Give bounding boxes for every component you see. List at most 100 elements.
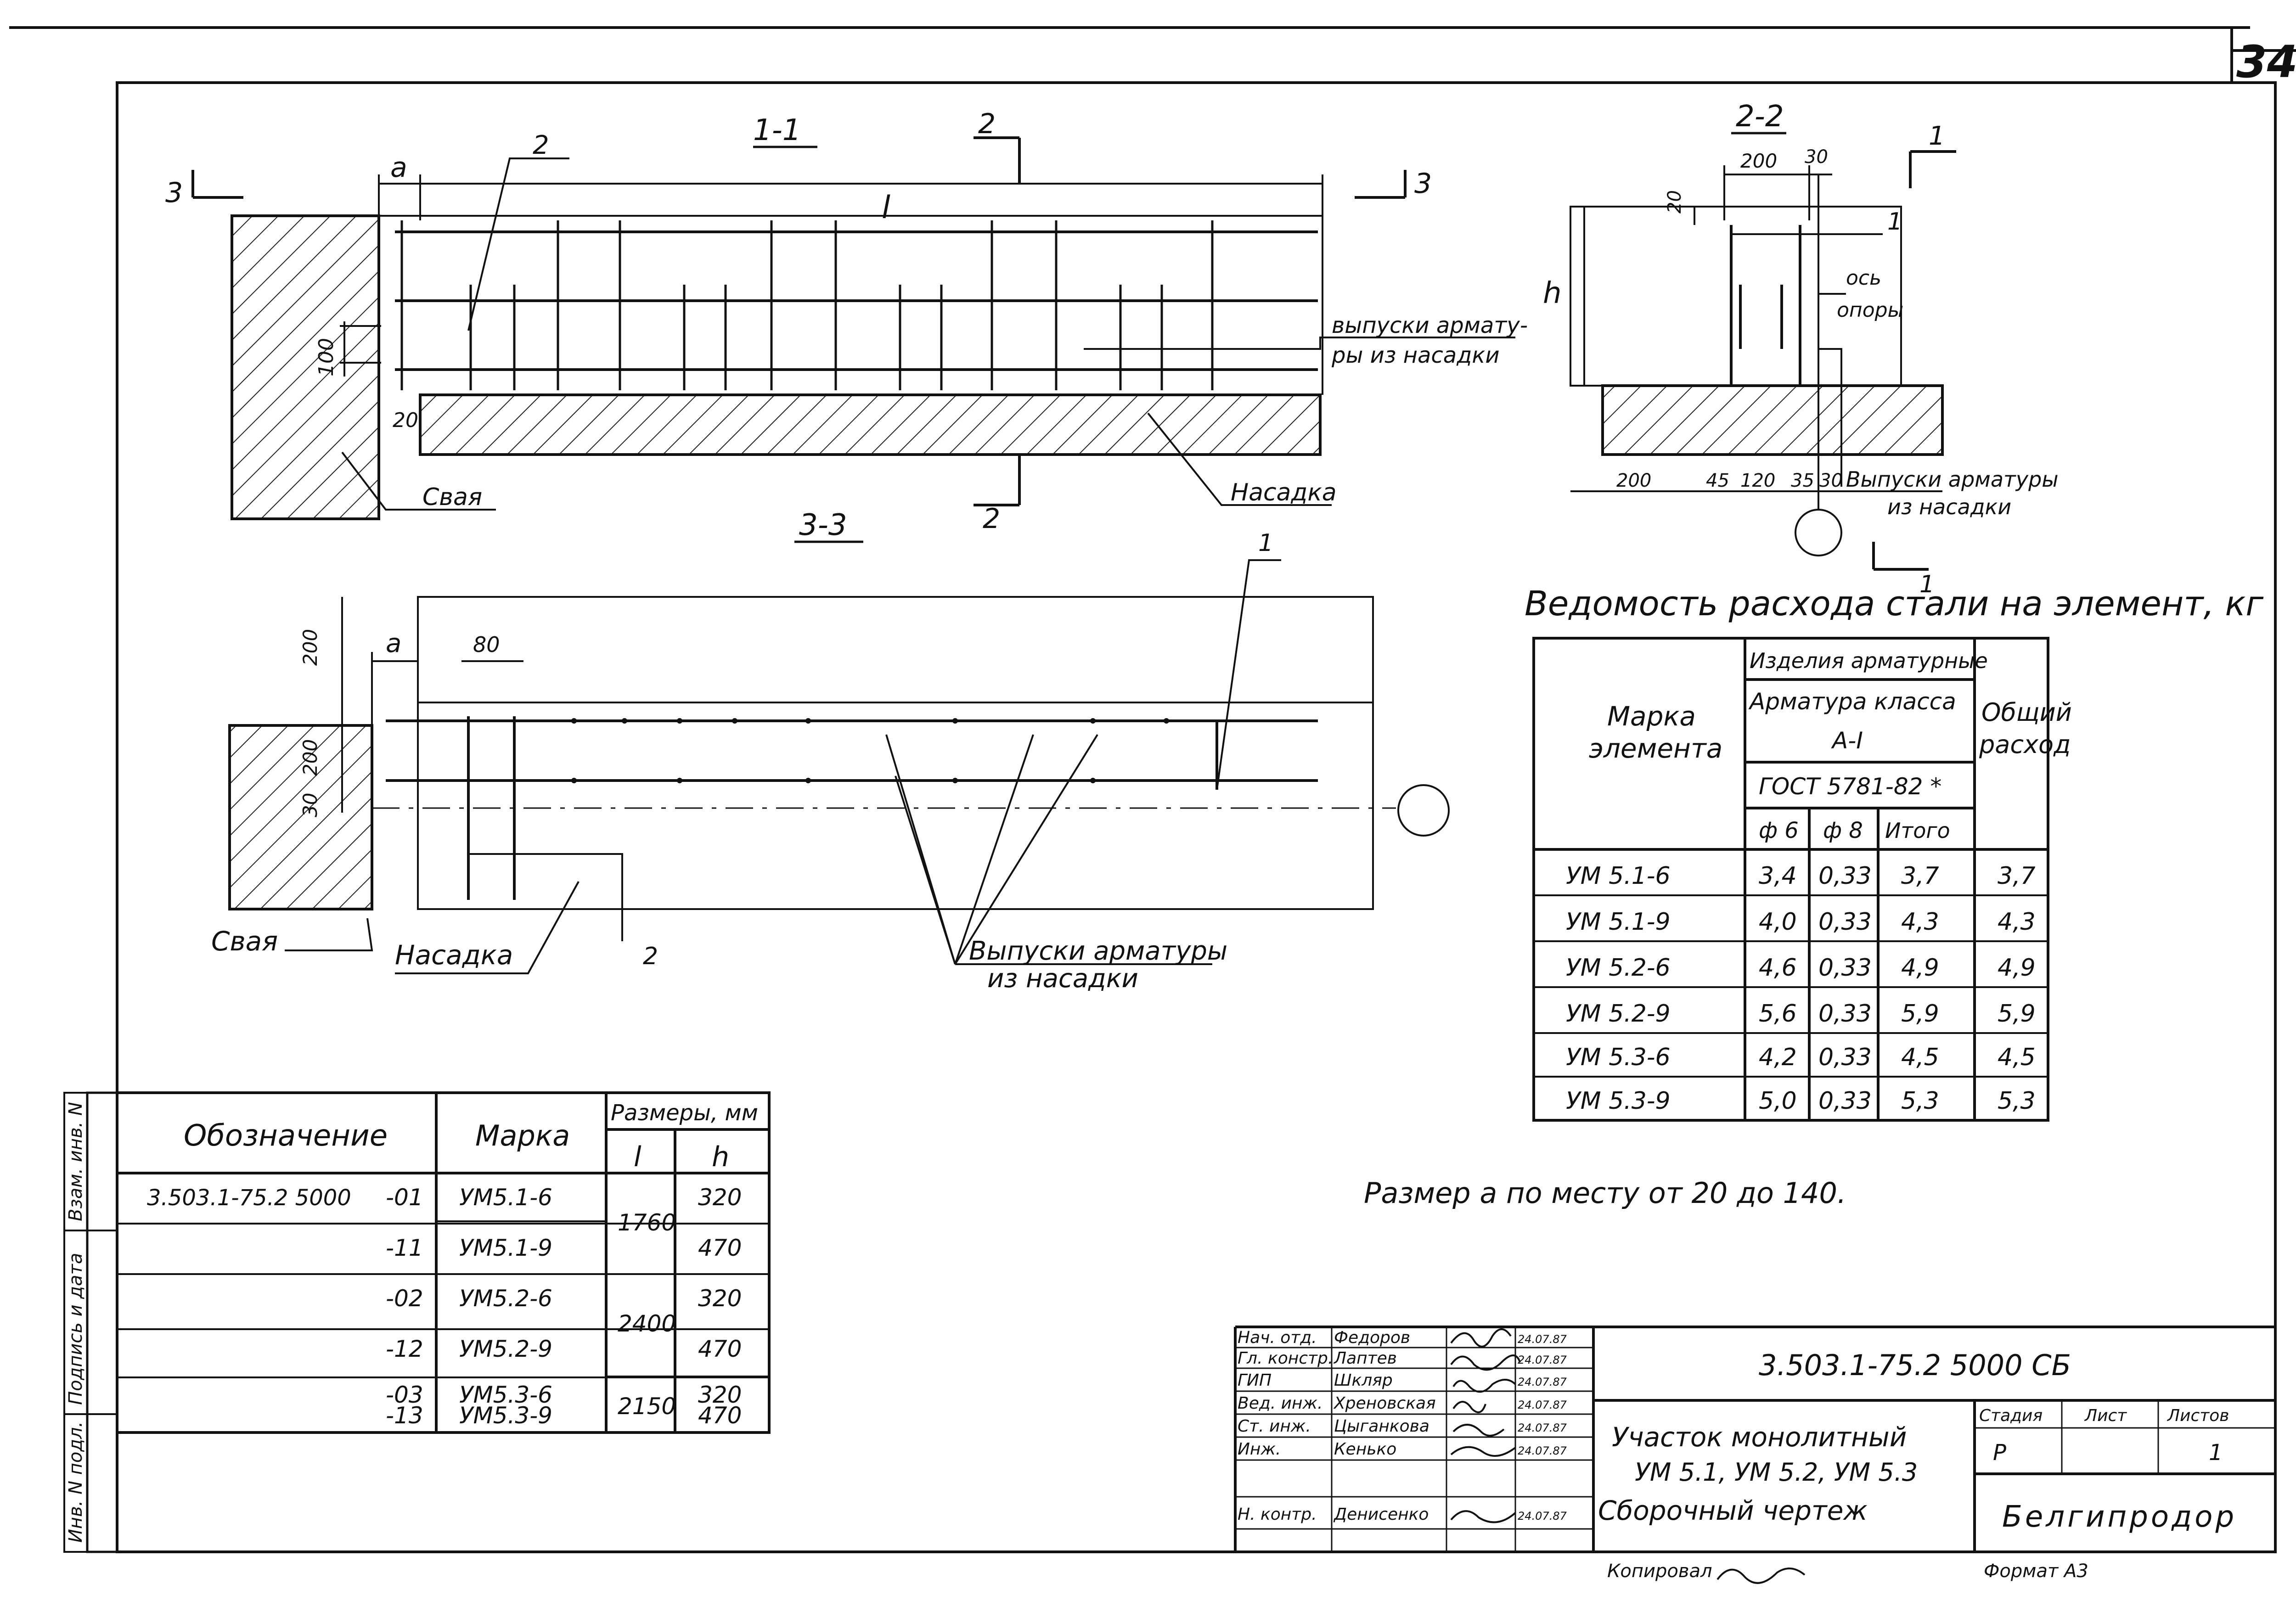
view-1-1: 1-1 [165, 108, 1528, 535]
tb-name: Хреновская [1333, 1394, 1436, 1413]
note-text: Размер а по месту от 20 до 140. [1364, 1176, 1846, 1210]
pos-1-33: 1 [1258, 529, 1273, 557]
steel-hdr-d6: ф 6 [1759, 818, 1799, 843]
dims-row-mark: УМ5.3-6 [459, 1382, 552, 1408]
tb-sheets-h: Листов [2167, 1406, 2229, 1425]
steel-row-d6: 4,2 [1759, 1044, 1797, 1071]
tb-name-3: Сборочный чертеж [1598, 1495, 1868, 1526]
steel-hdr-class: Арматура класса [1748, 688, 1956, 715]
dim-35: 35 [1791, 470, 1814, 491]
tb-name-2: УМ 5.1, УМ 5.2, УМ 5.3 [1635, 1458, 1918, 1487]
dims-base-code: 3.503.1-75.2 5000 [147, 1185, 351, 1211]
dims-row-h: 470 [698, 1235, 742, 1261]
steel-row-tot: 5,9 [1901, 1000, 1939, 1028]
signatures [1450, 1328, 1806, 1584]
side-stamp-sign: Подпись и дата [65, 1253, 86, 1405]
steel-row-mark: УМ 5.1-6 [1566, 862, 1671, 890]
dim-200-22: 200 [1740, 150, 1777, 172]
steel-row-mark: УМ 5.2-6 [1566, 954, 1671, 982]
cut-1-top: 1 [1929, 121, 1945, 151]
tb-role: Нач. отд. [1238, 1328, 1317, 1347]
dims-row-mark: УМ5.3-9 [459, 1402, 552, 1429]
steel-row-d6: 3,4 [1759, 862, 1797, 890]
tb-role: Гл. констр. [1238, 1349, 1333, 1368]
tb-name: Цыганкова [1334, 1417, 1429, 1436]
pos-2-33: 2 [643, 943, 658, 970]
tb-date: 24.07.87 [1518, 1399, 1567, 1411]
dim-30-33: 30 [299, 793, 321, 817]
dim-200-33: 200 [299, 739, 321, 776]
dims-row-suffix: -13 [386, 1402, 423, 1429]
tb-role: Вед. инж. [1238, 1394, 1322, 1413]
tb-format: Формат А3 [1984, 1561, 2088, 1582]
dims-row-h: 320 [698, 1382, 742, 1408]
dims-l-value: 2400 [618, 1310, 676, 1337]
dim-20: 20 [393, 409, 418, 432]
steel-row-d8: 0,33 [1818, 954, 1872, 982]
side-stamp-replace: Взам. инв. N [65, 1102, 86, 1221]
rebar-out-22-2: из насадки [1887, 494, 2011, 519]
dims-hdr-l: l [634, 1141, 642, 1173]
tb-name: Шкляр [1334, 1371, 1393, 1390]
tb-code: 3.503.1-75.2 5000 СБ [1759, 1348, 2071, 1382]
pile-3-3 [228, 724, 373, 910]
dims-hdr-h: h [712, 1141, 729, 1173]
view-3-3: 3-3 [211, 508, 1450, 994]
tb-name-1: Участок монолитный [1612, 1421, 1907, 1453]
dims-row-suffix: -12 [386, 1336, 423, 1362]
cap-label-33: Насадка [395, 939, 513, 971]
dim-200-b: 200 [1616, 470, 1651, 491]
dim-120: 120 [1740, 470, 1775, 491]
axis-marker-33 [1397, 784, 1450, 837]
axis-label-2: опоры [1837, 298, 1903, 322]
dims-l-value: 1760 [618, 1209, 676, 1236]
dim-45: 45 [1706, 470, 1729, 491]
dims-row-h: 470 [698, 1402, 742, 1429]
steel-row-tot: 4,9 [1901, 954, 1939, 982]
dims-l-value: 2150 [618, 1393, 676, 1420]
cut-1-bottom: 1 [1919, 571, 1935, 598]
rebar-out-33-2: из насадки [987, 964, 1138, 994]
steel-row-sum: 3,7 [1998, 862, 2036, 890]
dims-row-mark: УМ5.2-6 [459, 1285, 552, 1312]
steel-row-tot: 4,3 [1901, 908, 1939, 936]
steel-row-mark: УМ 5.3-9 [1566, 1087, 1671, 1115]
dim-30-b: 30 [1819, 470, 1843, 491]
tb-name: Кенько [1334, 1440, 1396, 1459]
tb-role: Н. контр. [1238, 1505, 1317, 1524]
steel-row-sum: 4,3 [1998, 908, 2036, 936]
steel-row-sum: 5,9 [1998, 1000, 2036, 1028]
dim-20-22: 20 [1664, 190, 1685, 213]
axis-marker-22 [1795, 509, 1842, 556]
rebar-out-33-1: Выпуски арматуры [969, 936, 1227, 966]
side-stamp-inv: Инв. N подл. [65, 1421, 86, 1543]
dims-row-h: 470 [698, 1336, 742, 1362]
dims-row-suffix: -01 [386, 1184, 423, 1211]
steel-row-d6: 5,6 [1759, 1000, 1797, 1028]
dims-row-mark: УМ5.2-9 [459, 1336, 552, 1362]
tb-role: Ст. инж. [1238, 1417, 1311, 1436]
cut-2-bottom: 2 [983, 503, 1000, 535]
rebar-out-22-1: Выпуски арматуры [1846, 467, 2059, 492]
steel-table-title: Ведомость расхода стали на элемент, кг [1525, 584, 2264, 624]
dims-row-mark: УМ5.1-9 [459, 1235, 552, 1261]
steel-row-d8: 0,33 [1818, 1044, 1872, 1071]
dim-30-22: 30 [1805, 146, 1828, 168]
cap-label-1-1: Насадка [1231, 479, 1337, 506]
steel-hdr-class-val: A-I [1831, 727, 1863, 754]
steel-row-tot: 4,5 [1901, 1044, 1939, 1071]
section-3-3-title: 3-3 [799, 508, 847, 542]
steel-row-sum: 5,3 [1998, 1087, 2036, 1115]
pos-2-label: 2 [533, 130, 549, 160]
rebar-out-label-2: ры из насадки [1331, 343, 1500, 368]
title-block: Нач. отд. Федоров 24.07.87 Гл. констр. Л… [1234, 1326, 2275, 1582]
steel-hdr-sum-2: расход [1979, 730, 2071, 759]
steel-hdr-sum-1: Общий [1981, 698, 2072, 727]
steel-row-tot: 3,7 [1901, 862, 1939, 890]
steel-row-sum: 4,9 [1998, 954, 2036, 982]
tb-role: Инж. [1238, 1440, 1281, 1459]
tb-stage-h: Стадия [1979, 1406, 2043, 1425]
cut-3-left: 3 [165, 177, 183, 209]
pile-label-33: Свая [211, 926, 278, 957]
